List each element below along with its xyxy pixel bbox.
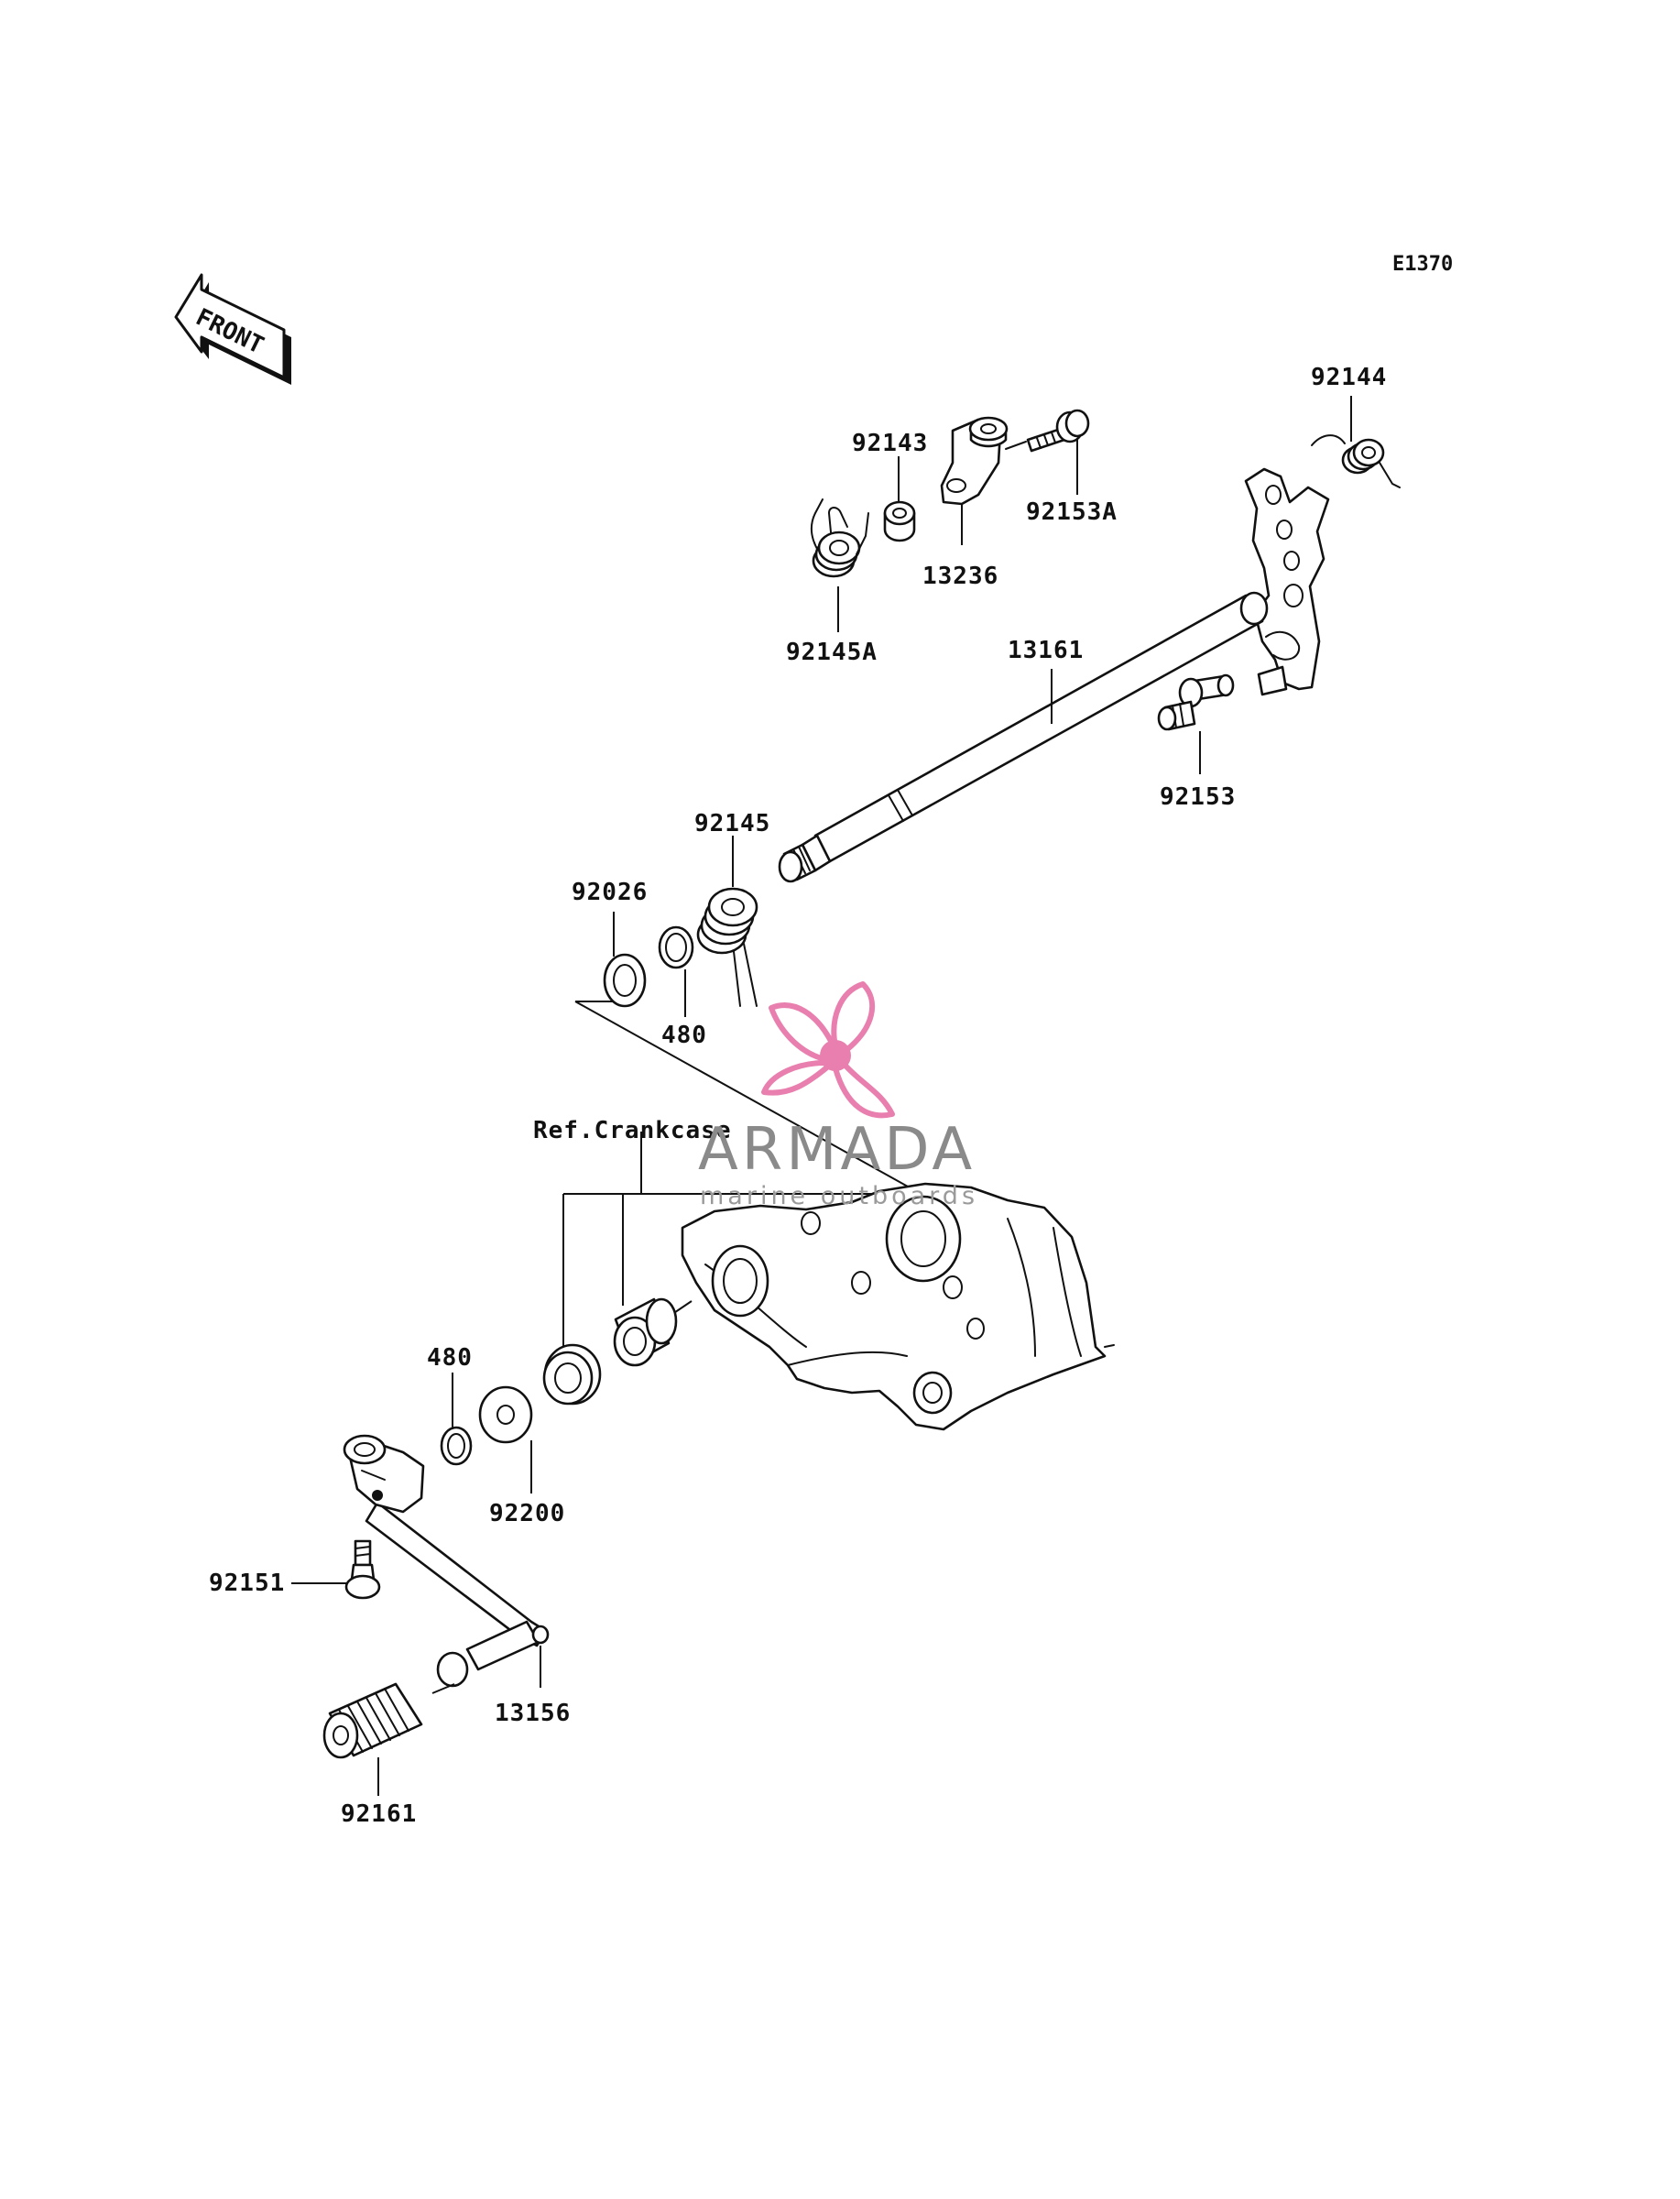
label-92153[interactable]: 92153: [1160, 783, 1236, 811]
ref-crankcase-label: Ref.Crankcase: [533, 1117, 732, 1144]
washer-92026[interactable]: [603, 953, 647, 1008]
pin-92153[interactable]: [1157, 673, 1235, 731]
circlip-480-upper[interactable]: [658, 925, 694, 969]
bolt-92151[interactable]: [344, 1539, 381, 1600]
collar-92143[interactable]: [883, 500, 916, 542]
label-92145[interactable]: 92145: [694, 810, 770, 837]
needle-bearing[interactable]: [613, 1297, 693, 1367]
shift-shaft-13161[interactable]: [778, 467, 1330, 883]
circlip-480-lower[interactable]: [440, 1426, 473, 1466]
bolt-92153A[interactable]: [1005, 409, 1090, 453]
lever-13236[interactable]: [940, 416, 1009, 506]
oil-seal[interactable]: [542, 1343, 602, 1406]
shift-pedal-13156[interactable]: [343, 1434, 550, 1688]
label-13156[interactable]: 13156: [495, 1700, 571, 1727]
part-labels: 92144 92143 92153A 13236 92145A 13161 92…: [209, 364, 1387, 1828]
label-92144[interactable]: 92144: [1311, 364, 1387, 391]
watermark-brand: ARMADA: [698, 1116, 976, 1184]
label-92026[interactable]: 92026: [572, 879, 648, 906]
label-92153A[interactable]: 92153A: [1026, 498, 1118, 526]
diagram-code: E1370: [1392, 253, 1453, 276]
washer-92200[interactable]: [478, 1385, 533, 1444]
rubber-92161[interactable]: [322, 1682, 423, 1759]
label-92143[interactable]: 92143: [852, 430, 928, 457]
watermark: ARMADA marine outboards: [698, 981, 978, 1210]
label-480-upper[interactable]: 480: [661, 1022, 707, 1049]
spring-92144[interactable]: [1311, 434, 1401, 488]
label-13161[interactable]: 13161: [1008, 637, 1084, 664]
label-13236[interactable]: 13236: [922, 563, 998, 590]
label-92151[interactable]: 92151: [209, 1570, 285, 1597]
propeller-icon: [761, 981, 895, 1119]
spring-92145[interactable]: [696, 887, 758, 1007]
watermark-tagline: marine outboards: [700, 1182, 978, 1210]
label-92161[interactable]: 92161: [341, 1800, 417, 1828]
crankcase: [681, 1182, 1115, 1431]
spring-92145A[interactable]: [810, 498, 869, 578]
label-92145A[interactable]: 92145A: [786, 639, 878, 666]
label-92200[interactable]: 92200: [489, 1500, 565, 1527]
front-arrow-icon: FRONT: [174, 273, 291, 385]
label-480-lower[interactable]: 480: [427, 1344, 473, 1372]
leader-lines: [291, 396, 1352, 1796]
